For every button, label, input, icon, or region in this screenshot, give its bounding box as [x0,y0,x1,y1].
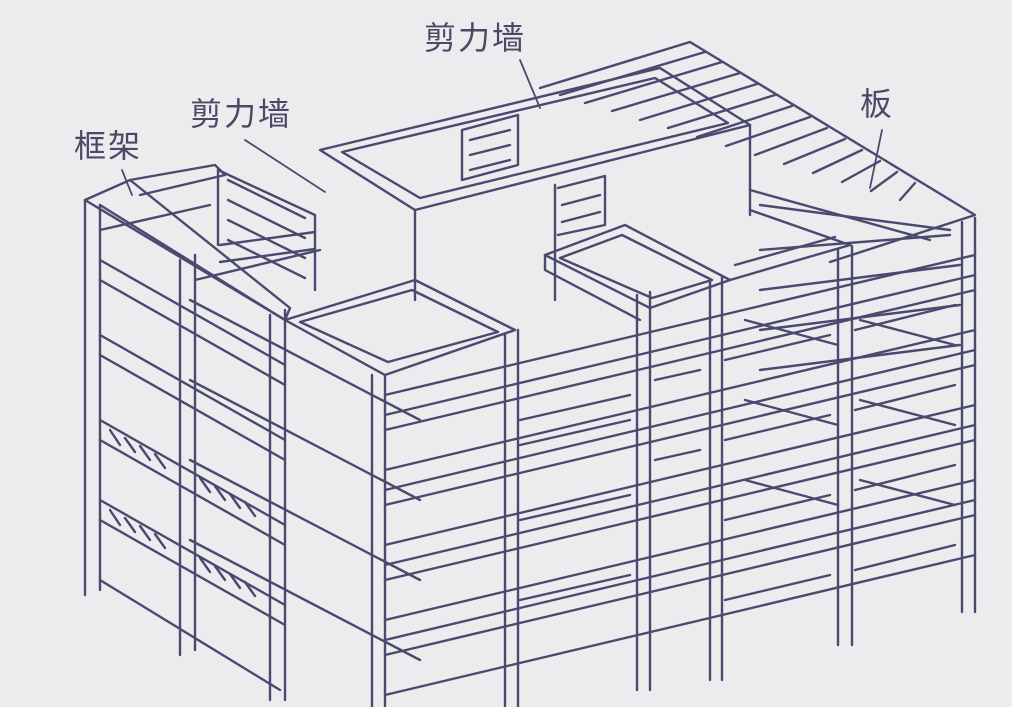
front-face-floors [383,253,977,697]
front-face-columns [370,216,977,707]
shear-wall-left [216,168,317,292]
leader-lines [121,59,883,196]
recessed-block-top [543,223,852,322]
right-interior-depth [743,208,962,507]
front-block-top [283,278,517,377]
shear-wall-core [318,66,752,302]
label-shear-wall-top: 剪力墙 [424,19,527,57]
label-frame: 框架 [74,127,143,165]
structure-linework [83,40,977,707]
label-shear-wall-left: 剪力墙 [190,95,293,133]
interior-beams [98,203,422,662]
left-face-frame [83,163,292,702]
label-slab: 板 [860,85,895,123]
